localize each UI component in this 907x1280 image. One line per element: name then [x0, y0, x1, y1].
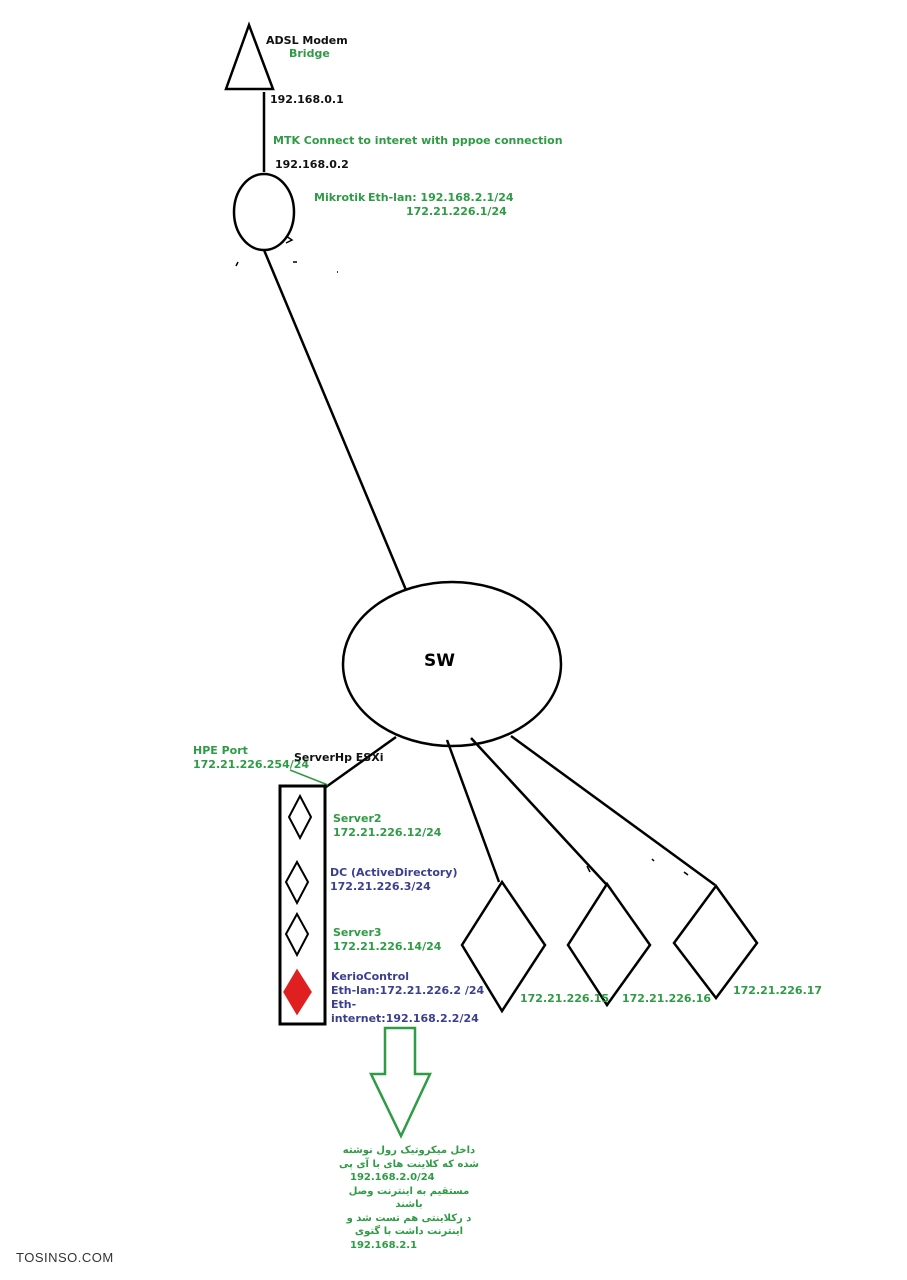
modem-shape [224, 21, 275, 91]
client1-shape [460, 879, 547, 1014]
vm-kerio-wan-ip: internet:192.168.2.2/24 [331, 1012, 479, 1025]
mikrotik-lan2: 172.21.226.1/24 [406, 205, 507, 218]
vm-server3-ip: 172.21.226.14/24 [333, 940, 442, 953]
persian-note: داخل میکروتیک رول نوشته شده که کلاینت ها… [334, 1144, 484, 1252]
switch-shape [341, 580, 563, 748]
stray-mark [683, 871, 689, 876]
switch-client1-link [445, 739, 501, 883]
vm-kerio-name: KerioControl [331, 970, 410, 983]
client2-ip: 172.21.226.16 [622, 992, 712, 1005]
green-down-arrow [369, 1026, 432, 1139]
vm-dc-shape [284, 859, 310, 906]
modem-ip: 192.168.0.1 [270, 93, 344, 106]
mikrotik-switch-link [262, 249, 408, 591]
client3-ip: 172.21.226.17 [733, 984, 823, 997]
vm-server3-name: Server3 [333, 926, 382, 939]
note-line: مستقیم به اینترنت وصل باشند [348, 1185, 470, 1211]
vm-server2-name: Server2 [333, 812, 382, 825]
mikrotik-shape [232, 172, 296, 252]
vm-server3-shape [284, 911, 310, 958]
stray-mark [651, 858, 655, 862]
link-note: MTK Connect to interet with pppoe connec… [273, 134, 563, 147]
switch-server-link [325, 735, 397, 789]
server-title: ServerHp ESXi [294, 751, 384, 764]
modem-mode: Bridge [289, 47, 330, 60]
mikrotik-lan1: Eth-lan: 192.168.2.1/24 [368, 191, 514, 204]
mikrotik-name: Mikrotik [314, 191, 366, 204]
vm-kerio-wan-label: Eth- [331, 998, 357, 1011]
switch-client2-link [470, 737, 607, 885]
watermark: TOSINSO.COM [16, 1250, 114, 1265]
note-line: د رکلاینتی هم تست شد و [346, 1212, 472, 1224]
client1-ip: 172.21.226.15 [520, 992, 610, 1005]
vm-dc-ip: 172.21.226.3/24 [330, 880, 431, 893]
switch-name: SW [424, 651, 455, 671]
hpe-port-ip: 172.21.226.254/24 [193, 758, 310, 771]
note-line: شده که کلاینت های با آی پی [339, 1158, 479, 1170]
vm-kerio-shape [283, 968, 312, 1016]
modem-name: ADSL Modem [266, 34, 348, 47]
vm-dc-name: DC (ActiveDirectory) [330, 866, 458, 879]
mikrotik-arrow-mark [285, 235, 294, 244]
hpe-port-label: HPE Port [193, 744, 248, 757]
note-line: 192.168.2.0/24 [350, 1172, 435, 1183]
vm-server2-shape [287, 793, 313, 841]
hpe-port-link [289, 769, 329, 786]
server-rack-shape [278, 784, 327, 1026]
vm-server2-ip: 172.21.226.12/24 [333, 826, 442, 839]
note-line: 192.168.2.1 [350, 1239, 418, 1251]
client3-shape [672, 883, 759, 1001]
note-line: اینترنت داشت با گتوی [354, 1226, 464, 1237]
stray-mark [235, 261, 239, 267]
mikrotik-wan-ip: 192.168.0.2 [275, 158, 349, 171]
switch-client3-link [510, 734, 716, 887]
client2-shape [566, 881, 652, 1008]
stray-mark [586, 865, 591, 873]
vm-kerio-lan: Eth-lan:172.21.226.2 /24 [331, 984, 485, 997]
note-line: داخل میکروتیک رول نوشته [342, 1145, 476, 1156]
